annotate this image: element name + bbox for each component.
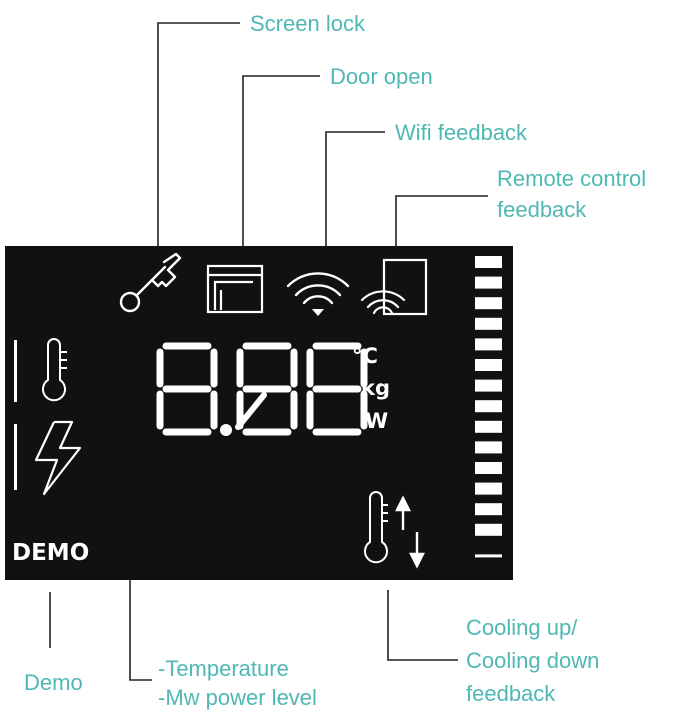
screen-lock-leader	[157, 22, 240, 248]
callout-screen-lock: Screen lock	[250, 11, 365, 36]
arrow-up-icon	[395, 495, 411, 530]
remote-control-icon	[360, 258, 428, 316]
callout-cooling-line1: Cooling up/	[466, 615, 578, 640]
wifi-icon	[286, 272, 350, 305]
unit-kg: kg	[361, 376, 390, 400]
temp-indicator-bar	[14, 340, 17, 402]
callout-remote-control: Remote control feedback	[497, 163, 646, 225]
callout-remote-control-line2: feedback	[497, 197, 587, 222]
level-bar	[475, 503, 502, 516]
decimal-point	[220, 424, 232, 436]
unit-w: W	[365, 409, 389, 433]
callout-remote-control-line1: Remote control	[497, 166, 647, 191]
level-bar	[475, 462, 502, 474]
level-bar	[475, 276, 502, 289]
level-bar	[475, 379, 502, 392]
unit-celsius: °C	[352, 344, 378, 368]
power-indicator-bar	[14, 424, 17, 490]
level-bar	[475, 400, 502, 413]
callout-wifi-feedback: Wifi feedback	[395, 120, 528, 145]
level-bar	[475, 441, 502, 454]
callout-temp-power-line1: -Temperature	[158, 656, 289, 681]
arrow-down-icon	[409, 532, 425, 569]
level-bar	[475, 297, 502, 310]
slash-segment	[235, 392, 267, 430]
level-bar-column	[475, 256, 502, 558]
level-bar	[475, 523, 502, 536]
demo-label: DEMO	[12, 540, 90, 566]
door-icon	[206, 264, 264, 314]
lcd-background	[5, 246, 513, 580]
wifi-leader	[325, 131, 385, 248]
level-bar	[475, 554, 502, 558]
callout-temp-power-line2: -Mw power level	[158, 685, 317, 710]
level-bar	[475, 317, 502, 330]
lightning-icon	[34, 420, 82, 496]
temp-power-leader	[129, 580, 152, 681]
level-bar	[475, 482, 502, 495]
callout-door-open: Door open	[330, 64, 433, 89]
remote-control-leader	[395, 195, 488, 248]
seven-segment-display	[156, 342, 368, 436]
key-icon	[119, 252, 182, 313]
thermometer-icon	[42, 338, 67, 402]
cooling-leader	[387, 590, 458, 661]
wifi-dot-icon	[312, 309, 324, 316]
door-open-leader	[242, 75, 320, 248]
callout-cooling-line3: feedback	[466, 681, 556, 706]
callout-temp-power: -Temperature -Mw power level	[158, 654, 317, 712]
level-bar	[475, 420, 502, 433]
level-bar	[475, 338, 502, 351]
thermometer-arrows-icon	[364, 491, 388, 564]
callout-cooling: Cooling up/ Cooling down feedback	[466, 611, 599, 710]
callout-demo: Demo	[24, 670, 83, 695]
callout-cooling-line2: Cooling down	[466, 648, 600, 673]
level-bar	[475, 256, 502, 268]
level-bar	[475, 359, 502, 371]
